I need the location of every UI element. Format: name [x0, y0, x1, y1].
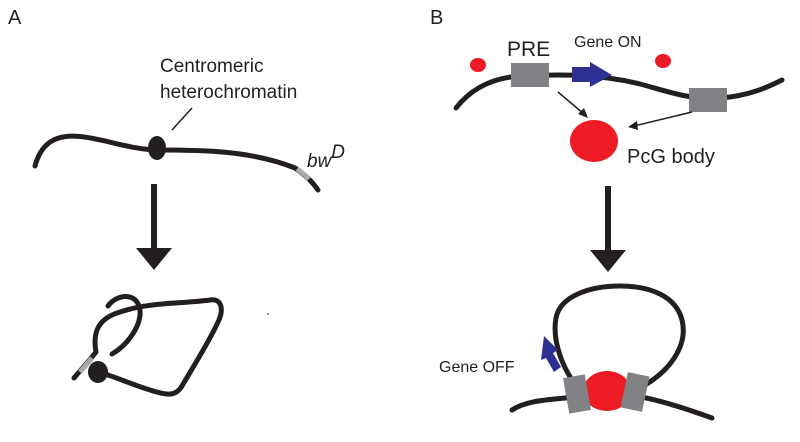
pre-box-loop-right	[620, 372, 650, 412]
gene-off-arrow	[541, 336, 561, 372]
pointer-right-line	[633, 111, 693, 127]
gene-on-arrow	[572, 62, 612, 87]
pcg-dot-small-right	[655, 54, 671, 68]
pcg-body-loop	[583, 371, 631, 411]
chromosome-a	[32, 133, 321, 193]
bwd-segment-folded	[78, 356, 94, 374]
panel-b-letter: B	[430, 7, 443, 29]
pointer-left-head	[578, 108, 588, 118]
pre-label: PRE	[507, 38, 550, 61]
pcg-body	[570, 120, 618, 162]
arrow-a-head	[136, 248, 172, 270]
gene-on-label: Gene ON	[574, 34, 642, 51]
stray-dot	[267, 313, 269, 315]
centromere-pointer	[171, 107, 193, 131]
heterochromatin-label: heterochromatin	[160, 82, 297, 103]
gene-off-label: Gene OFF	[439, 359, 515, 376]
panel-a-letter: A	[8, 7, 22, 29]
pcg-body-label: PcG body	[627, 146, 715, 168]
bwd-label: bwD	[307, 142, 345, 172]
pointer-left-line	[557, 91, 585, 115]
centromere-dot	[148, 136, 166, 160]
centromere-dot-folded	[88, 361, 108, 383]
pre-box-left	[511, 63, 549, 87]
pre-box-loop-left	[563, 374, 591, 414]
centromeric-label: Centromeric	[160, 56, 263, 77]
bwd-segment	[295, 166, 311, 181]
bwd-base: bw	[307, 151, 333, 172]
bwd-superscript: D	[331, 142, 345, 163]
pcg-dot-small-left	[470, 58, 486, 72]
pre-box-right	[689, 88, 727, 112]
pointer-right-head	[628, 121, 638, 130]
chromosome-b	[453, 72, 785, 111]
arrow-b-head	[590, 250, 626, 272]
